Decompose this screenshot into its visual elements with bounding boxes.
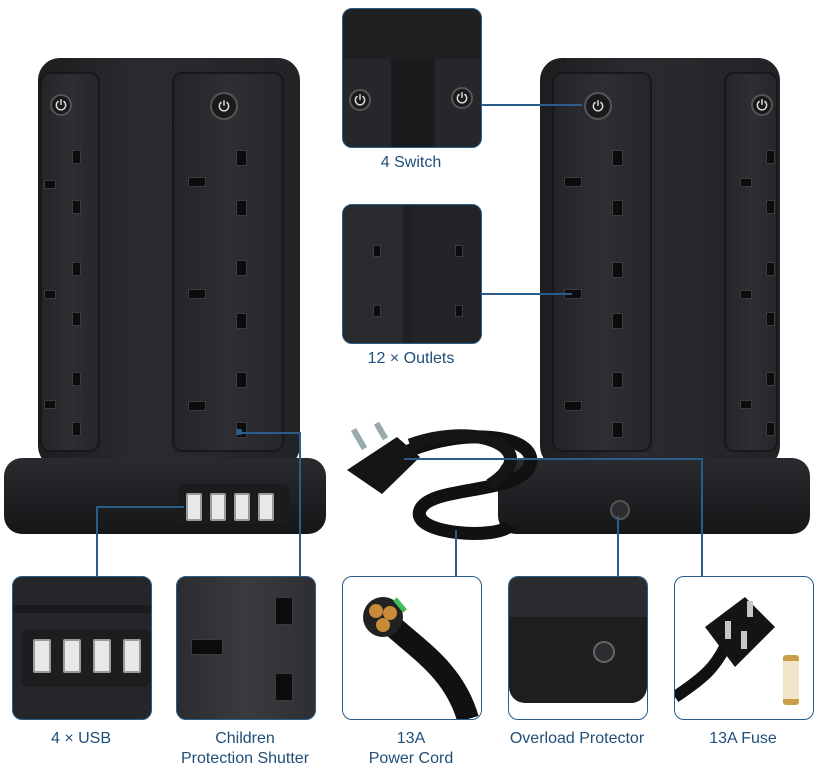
- usb-callout-image: [12, 576, 152, 720]
- usb-port-icon: [186, 493, 202, 521]
- outlet-slot: [612, 262, 623, 278]
- outlet-slot: [740, 400, 752, 409]
- outlet-slot: [275, 673, 293, 701]
- outlet-slot: [612, 372, 623, 388]
- outlet-slot: [455, 305, 463, 317]
- fuse-label: 13A Fuse: [709, 730, 777, 747]
- usb-port-icon: [258, 493, 274, 521]
- left-tower-front-face: [172, 72, 284, 452]
- power-icon: [349, 89, 371, 111]
- outlet-slot: [191, 639, 223, 655]
- outlet-slot: [72, 262, 81, 276]
- outlet-slot: [612, 200, 623, 216]
- outlets-callout-image: [342, 204, 482, 344]
- outlet-slot: [72, 312, 81, 326]
- outlet-slot: [188, 401, 206, 411]
- outlet-slot: [72, 200, 81, 214]
- outlet-slot: [373, 245, 381, 257]
- outlet-slot: [236, 372, 247, 388]
- usb-leader-line-h: [96, 506, 184, 508]
- cord-callout-image: [342, 576, 482, 720]
- usb-port-icon: [123, 639, 141, 673]
- shutter-leader-line-h: [240, 432, 300, 434]
- outlet-slot: [72, 150, 81, 164]
- outlet-slot: [766, 372, 775, 386]
- outlet-slot: [564, 177, 582, 187]
- outlets-label: 12 × Outlets: [367, 350, 455, 367]
- shutter-leader-dot: [236, 429, 242, 435]
- outlet-slot: [766, 262, 775, 276]
- outlet-slot: [72, 422, 81, 436]
- overload-button: [610, 500, 630, 520]
- cord-leader-line: [455, 530, 457, 576]
- right-tower-front-face: [552, 72, 652, 452]
- outlet-slot: [766, 312, 775, 326]
- switch-callout-image: [342, 8, 482, 148]
- overload-label: Overload Protector: [509, 730, 645, 747]
- outlets-leader-line: [482, 293, 572, 295]
- outlet-slot: [72, 372, 81, 386]
- switch-label: 4 Switch: [380, 154, 442, 171]
- usb-port-icon: [93, 639, 111, 673]
- power-icon: [451, 87, 473, 109]
- outlet-slot: [44, 400, 56, 409]
- outlet-slot: [236, 200, 247, 216]
- outlet-slot: [236, 260, 247, 276]
- shutter-label-line1: Children: [215, 730, 275, 747]
- shutter-leader-line-v: [299, 432, 301, 576]
- outlet-slot: [373, 305, 381, 317]
- outlet-slot: [455, 245, 463, 257]
- power-icon: [584, 92, 612, 120]
- right-tower-base: [498, 458, 810, 534]
- left-tower-side-face: [40, 72, 100, 452]
- outlet-slot: [44, 290, 56, 299]
- outlet-slot: [275, 597, 293, 625]
- power-icon: [210, 92, 238, 120]
- cord-label-line1: 13A: [396, 730, 426, 747]
- outlet-slot: [44, 180, 56, 189]
- outlet-slot: [236, 150, 247, 166]
- outlet-slot: [766, 150, 775, 164]
- fuse-callout-image: [674, 576, 814, 720]
- outlet-slot: [612, 150, 623, 166]
- switch-leader-line: [482, 104, 582, 106]
- usb-label: 4 × USB: [50, 730, 112, 747]
- power-icon: [50, 94, 72, 116]
- outlet-slot: [236, 313, 247, 329]
- outlet-slot: [766, 200, 775, 214]
- fuse-icon: [783, 655, 799, 705]
- fuse-leader-line-h: [404, 458, 702, 460]
- power-cord: [397, 429, 538, 540]
- power-icon: [751, 94, 773, 116]
- usb-port-icon: [210, 493, 226, 521]
- outlet-slot: [564, 401, 582, 411]
- usb-port-icon: [63, 639, 81, 673]
- usb-port-icon: [234, 493, 250, 521]
- cord-label-line2: Power Cord: [368, 750, 454, 767]
- outlet-slot: [188, 289, 206, 299]
- outlet-slot: [612, 422, 623, 438]
- overload-leader-line: [617, 516, 619, 576]
- outlet-slot: [188, 177, 206, 187]
- outlet-slot: [740, 178, 752, 187]
- outlet-slot: [612, 313, 623, 329]
- fuse-leader-line-v: [701, 458, 703, 576]
- outlet-slot: [766, 422, 775, 436]
- overload-callout-image: [508, 576, 648, 720]
- plug-icon: [347, 422, 420, 494]
- outlet-slot: [740, 290, 752, 299]
- usb-leader-line-v: [96, 506, 98, 576]
- shutter-callout-image: [176, 576, 316, 720]
- shutter-label-line2: Protection Shutter: [180, 750, 310, 767]
- usb-port-icon: [33, 639, 51, 673]
